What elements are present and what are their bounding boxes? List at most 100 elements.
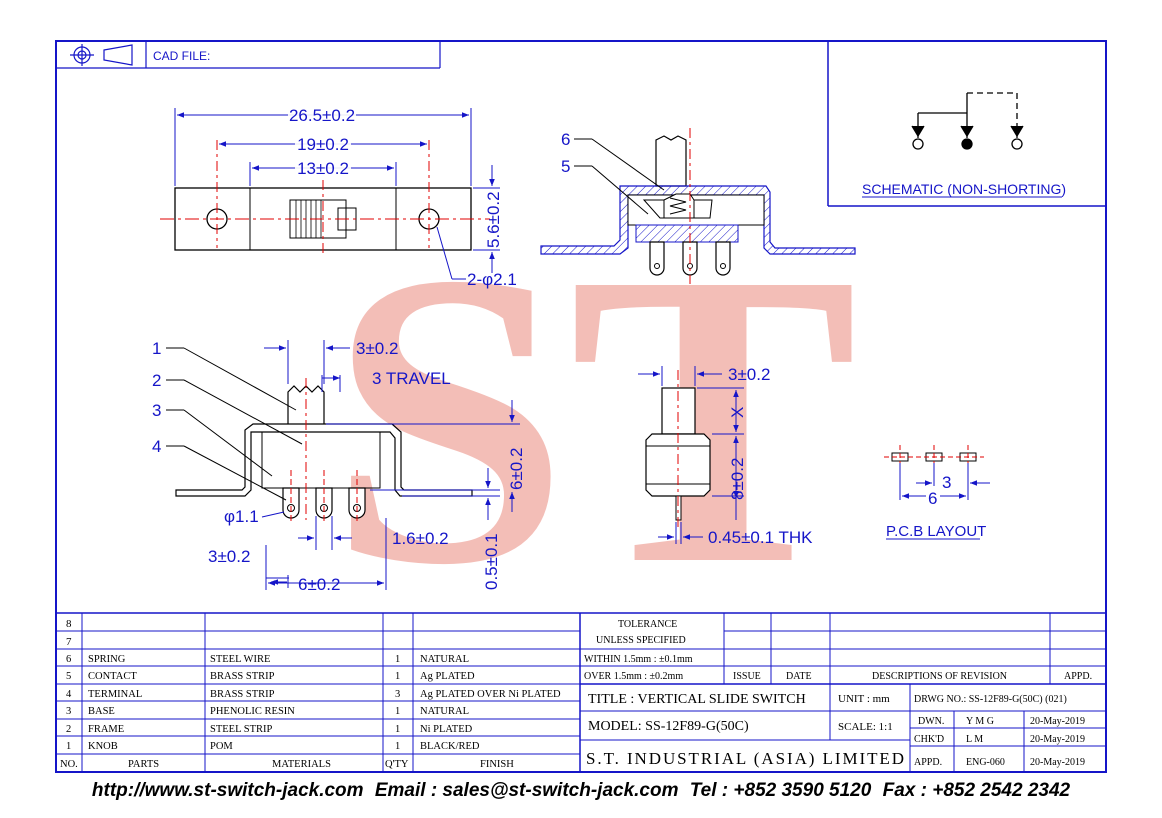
bom-part: FRAME xyxy=(88,724,124,735)
bom-finish: Ni PLATED xyxy=(420,724,473,735)
callout-2: 2 xyxy=(152,371,161,390)
dim-front-height: 6±0.2 xyxy=(507,448,526,490)
drawing-title: TITLE : VERTICAL SLIDE SWITCH xyxy=(588,692,806,707)
bom-no: 3 xyxy=(66,706,71,717)
title-block: TITLE : VERTICAL SLIDE SWITCH UNIT : mm … xyxy=(586,692,1085,768)
bom-qty: 3 xyxy=(395,689,400,700)
bom-material: PHENOLIC RESIN xyxy=(210,706,295,717)
table-row: 2 FRAME STEEL STRIP 1 Ni PLATED xyxy=(66,724,473,735)
drawing-border xyxy=(55,40,1107,773)
travel-label: 3 TRAVEL xyxy=(372,369,451,388)
callout-4: 4 xyxy=(152,437,161,456)
schematic-title: SCHEMATIC (NON-SHORTING) xyxy=(862,181,1066,197)
chkd-name: L M xyxy=(966,734,983,745)
bom-qty: 1 xyxy=(395,706,400,717)
callout-3: 3 xyxy=(152,401,161,420)
bom-part: SPRING xyxy=(88,654,126,665)
bom-finish: NATURAL xyxy=(420,706,469,717)
bom-no: 1 xyxy=(66,741,71,752)
projection-symbol-icon xyxy=(70,44,133,66)
bom-no: 2 xyxy=(66,724,71,735)
bom-finish: BLACK/RED xyxy=(420,741,480,752)
dim-knob-width: 3±0.2 xyxy=(356,339,398,358)
bom-qty: 1 xyxy=(395,741,400,752)
dim-overall-length: 26.5±0.2 xyxy=(289,106,355,125)
tolerance-title: TOLERANCE xyxy=(618,619,677,630)
bom-row-number: 8 xyxy=(66,618,72,630)
appd-name: ENG-060 xyxy=(966,757,1005,768)
hole-diameter-label: 2-φ2.1 xyxy=(467,270,517,289)
bom-part: KNOB xyxy=(88,741,118,752)
bom-table: 6 SPRING STEEL WIRE 1 NATURAL 5 CONTACT … xyxy=(60,654,561,770)
dwn-date: 20-May-2019 xyxy=(1030,716,1085,727)
end-view: 3±0.2 X 8±0.2 0.45±0.1 THK xyxy=(638,365,813,547)
bom-qty: 1 xyxy=(395,654,400,665)
table-row: 3 BASE PHENOLIC RESIN 1 NATURAL xyxy=(66,706,469,717)
dim-end-height: 8±0.2 xyxy=(728,458,747,500)
schematic-symbol xyxy=(911,92,1024,150)
st-watermark: ST xyxy=(328,186,858,651)
header-qty: Q'TY xyxy=(385,759,409,770)
cad-file-label: CAD FILE: xyxy=(153,49,210,63)
drawing-scale: SCALE: 1:1 xyxy=(838,721,893,733)
bom-finish: NATURAL xyxy=(420,654,469,665)
dim-end-knob: 3±0.2 xyxy=(728,365,770,384)
dwn-name: Y M G xyxy=(966,716,994,727)
dwn-label: DWN. xyxy=(918,716,944,727)
revision-date: DATE xyxy=(786,671,812,682)
table-row: 4 TERMINAL BRASS STRIP 3 Ag PLATED OVER … xyxy=(66,689,561,700)
bom-part: TERMINAL xyxy=(88,689,142,700)
email-link[interactable]: Email : sales@st-switch-jack.com xyxy=(374,780,679,801)
callout-5: 5 xyxy=(561,157,570,176)
bom-no: 5 xyxy=(66,671,71,682)
watermark-text: ST xyxy=(328,186,858,651)
bom-finish: Ag PLATED xyxy=(420,671,475,682)
bom-material: STEEL WIRE xyxy=(210,654,270,665)
drawing-unit: UNIT : mm xyxy=(838,693,890,705)
header-parts: PARTS xyxy=(128,759,159,770)
appd-label: APPD. xyxy=(914,757,942,768)
company-name: S.T. INDUSTRIAL (ASIA) LIMITED xyxy=(586,749,904,768)
dim-x: X xyxy=(728,407,747,418)
revision-issue: ISSUE xyxy=(733,671,761,682)
front-view: 1 2 3 4 3±0.2 3 TR xyxy=(152,339,526,594)
header-materials: MATERIALS xyxy=(272,759,331,770)
table-row: 5 CONTACT BRASS STRIP 1 Ag PLATED xyxy=(66,671,475,682)
table-row: 6 SPRING STEEL WIRE 1 NATURAL xyxy=(66,654,469,665)
section-view: 6 5 xyxy=(540,128,856,284)
dim-hole-spacing: 19±0.2 xyxy=(297,135,349,154)
bom-material: POM xyxy=(210,741,233,752)
bom-part: CONTACT xyxy=(88,671,137,682)
dim-base-offset: 0.5±0.1 xyxy=(482,533,501,590)
bom-qty: 1 xyxy=(395,724,400,735)
tolerance-over: OVER 1.5mm : ±0.2mm xyxy=(584,671,683,682)
callout-6: 6 xyxy=(561,130,570,149)
website-link[interactable]: http://www.st-switch-jack.com xyxy=(91,780,364,801)
header-no: NO. xyxy=(60,759,78,770)
dim-pin-pitch: 3±0.2 xyxy=(208,547,250,566)
dim-thickness: 0.45±0.1 THK xyxy=(708,528,813,547)
drawing-number: DRWG NO.: SS-12F89-G(50C) (021) xyxy=(914,694,1067,705)
chkd-date: 20-May-2019 xyxy=(1030,734,1085,745)
tolerance-within: WITHIN 1.5mm : ±0.1mm xyxy=(584,654,693,665)
cad-header xyxy=(56,41,441,69)
dim-top-height: 5.6±0.2 xyxy=(484,191,503,248)
pin-diameter-label: φ1.1 xyxy=(224,507,259,526)
bom-material: BRASS STRIP xyxy=(210,671,275,682)
bom-material: STEEL STRIP xyxy=(210,724,272,735)
bom-header-row: NO. PARTS MATERIALS Q'TY FINISH xyxy=(60,759,514,770)
telephone-text: Tel : +852 3590 5120 xyxy=(689,780,872,801)
model-number: MODEL: SS-12F89-G(50C) xyxy=(588,719,749,734)
appd-date: 20-May-2019 xyxy=(1030,757,1085,768)
callout-1: 1 xyxy=(152,339,161,358)
bom-no: 4 xyxy=(66,689,72,700)
bom-finish: Ag PLATED OVER Ni PLATED xyxy=(420,689,561,700)
header-finish: FINISH xyxy=(480,759,514,770)
pcb-pitch: 3 xyxy=(942,473,951,492)
bom-no: 6 xyxy=(66,654,71,665)
contact-footer: http://www.st-switch-jack.com Email : sa… xyxy=(0,780,1162,810)
schematic-panel: SCHEMATIC (NON-SHORTING) xyxy=(827,41,1106,207)
pcb-span: 6 xyxy=(928,489,937,508)
revision-header: ISSUE DATE DESCRIPTIONS OF REVISION APPD… xyxy=(733,671,1092,682)
